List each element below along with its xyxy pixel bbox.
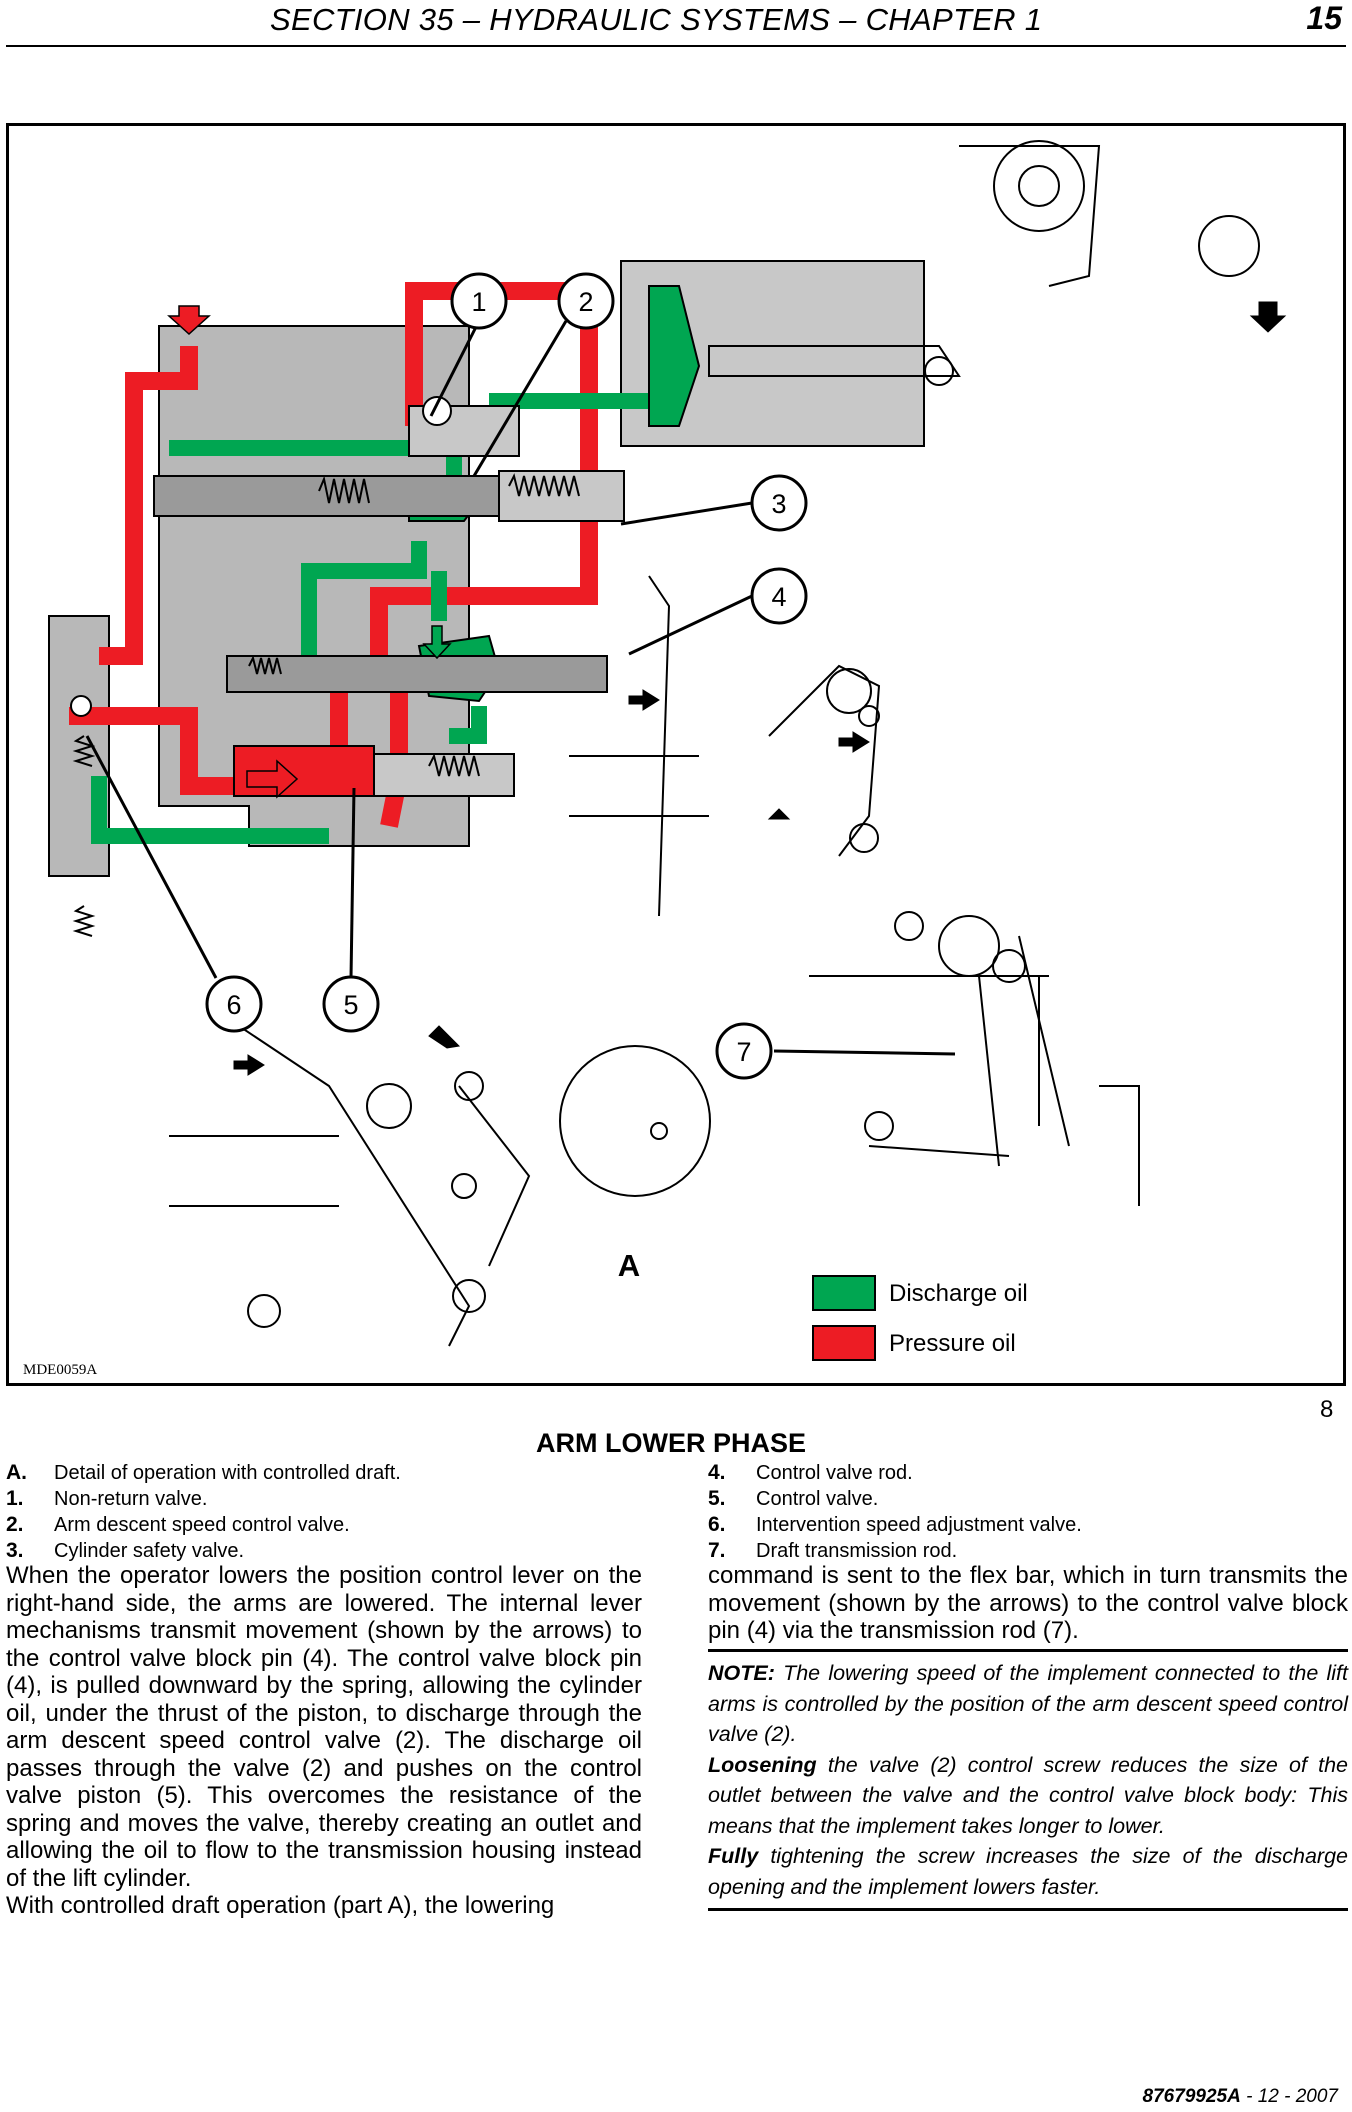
figure-legend: Discharge oil Pressure oil <box>812 1275 1028 1361</box>
callout-5: 5 <box>322 975 380 1033</box>
callout-4: 4 <box>750 567 808 625</box>
body-paragraph: command is sent to the flex bar, which i… <box>708 1562 1348 1644</box>
legend-key: 2. <box>6 1513 24 1536</box>
note-label: NOTE: <box>708 1661 775 1685</box>
discharge-arrows <box>422 625 452 660</box>
pressure-legend-label: Pressure oil <box>889 1330 1016 1357</box>
legend-item: 3. Cylinder safety valve. <box>6 1538 626 1564</box>
flow-arrows <box>233 301 1287 1076</box>
legend-key: 5. <box>708 1487 726 1510</box>
body-paragraph: With controlled draft operation (part A)… <box>6 1892 555 1919</box>
check-ball <box>70 695 92 717</box>
legend-item: 4. Control valve rod. <box>708 1460 1328 1486</box>
callout-leaders <box>85 320 956 1056</box>
footer-year: 2007 <box>1295 2086 1338 2107</box>
legend-text: Arm descent speed control valve. <box>54 1514 350 1536</box>
lever-linkages <box>169 140 1260 1347</box>
header-divider <box>6 45 1346 47</box>
body-text-right: command is sent to the flex bar, which i… <box>708 1562 1348 1645</box>
note-box: NOTE: The lowering speed of the implemen… <box>708 1658 1348 1902</box>
callout-6: 6 <box>205 975 263 1033</box>
non-return-ball <box>422 396 452 426</box>
note-divider-top <box>708 1649 1348 1652</box>
callout-6-label: 6 <box>226 990 241 1020</box>
legend-text: Control valve. <box>756 1488 879 1510</box>
loosening-label: Loosening <box>708 1752 817 1777</box>
figure-number: 8 <box>1320 1396 1334 1423</box>
hydraulic-diagram-figure: 1 2 3 4 5 6 7 A Discharge oil <box>6 123 1346 1386</box>
legend-key: 3. <box>6 1539 24 1562</box>
note-divider-bottom <box>708 1908 1348 1911</box>
footer: 87679925A - 12 - 2007 <box>1143 2086 1338 2108</box>
callout-1: 1 <box>450 272 508 330</box>
note-paragraph: Fully tightening the screw increases the… <box>708 1841 1348 1902</box>
legend-item: 7. Draft transmission rod. <box>708 1538 1328 1564</box>
legend-item: 1. Non-return valve. <box>6 1486 626 1512</box>
note-text: The lowering speed of the implement conn… <box>708 1661 1348 1746</box>
footer-page: - 12 - <box>1240 2086 1296 2107</box>
page-number: 15 <box>1306 0 1342 36</box>
springs <box>72 473 580 937</box>
fully-text: tightening the screw increases the size … <box>708 1844 1348 1899</box>
callout-3-label: 3 <box>771 489 786 519</box>
discharge-legend-label: Discharge oil <box>889 1280 1028 1307</box>
callout-5-label: 5 <box>343 990 358 1020</box>
legend-item: A. Detail of operation with controlled dr… <box>6 1460 626 1486</box>
legend-list-left: A. Detail of operation with controlled dr… <box>6 1460 626 1564</box>
section-title: ARM LOWER PHASE <box>536 1428 806 1458</box>
loosening-text: the valve (2) control screw reduces the … <box>708 1752 1348 1838</box>
legend-text: Intervention speed adjustment valve. <box>756 1514 1082 1536</box>
legend-key: 7. <box>708 1539 726 1562</box>
callout-4-label: 4 <box>771 582 786 612</box>
legend-item: 5. Control valve. <box>708 1486 1328 1512</box>
body-text-left: When the operator lowers the position co… <box>6 1562 642 1920</box>
legend-text: Cylinder safety valve. <box>54 1540 245 1562</box>
legend-key: 6. <box>708 1513 726 1536</box>
note-paragraph: NOTE: The lowering speed of the implemen… <box>708 1658 1348 1750</box>
legend-text: Detail of operation with controlled draf… <box>54 1462 401 1484</box>
legend-text: Draft transmission rod. <box>756 1540 958 1562</box>
legend-text: Non-return valve. <box>54 1488 208 1510</box>
callout-7: 7 <box>715 1022 773 1080</box>
callout-7-label: 7 <box>736 1037 751 1067</box>
callout-2: 2 <box>557 272 615 330</box>
legend-key: 4. <box>708 1461 726 1484</box>
legend-text: Control valve rod. <box>756 1462 913 1484</box>
callout-3: 3 <box>750 474 808 532</box>
body-paragraph: When the operator lowers the position co… <box>6 1562 642 1892</box>
pressure-swatch <box>812 1325 876 1361</box>
header-title: SECTION 35 – HYDRAULIC SYSTEMS – CHAPTER… <box>270 2 1043 37</box>
callout-1-label: 1 <box>471 287 486 317</box>
legend-key: A. <box>6 1461 27 1484</box>
legend-key: 1. <box>6 1487 24 1510</box>
oil-arrows <box>167 305 299 799</box>
note-paragraph: Loosening the valve (2) control screw re… <box>708 1750 1348 1842</box>
callout-2-label: 2 <box>578 287 593 317</box>
figure-code: MDE0059A <box>23 1362 98 1378</box>
legend-item: 2. Arm descent speed control valve. <box>6 1512 626 1538</box>
hydraulic-diagram: 1 2 3 4 5 6 7 A Discharge oil <box>48 140 1287 1361</box>
legend-item: 6. Intervention speed adjustment valve. <box>708 1512 1328 1538</box>
footer-doc-code: 87679925A <box>1142 2086 1241 2107</box>
legend-list-right: 4. Control valve rod. 5. Control valve. 6.… <box>708 1460 1328 1564</box>
part-a-label: A <box>618 1248 640 1283</box>
fully-label: Fully <box>708 1844 759 1868</box>
discharge-swatch <box>812 1275 876 1311</box>
